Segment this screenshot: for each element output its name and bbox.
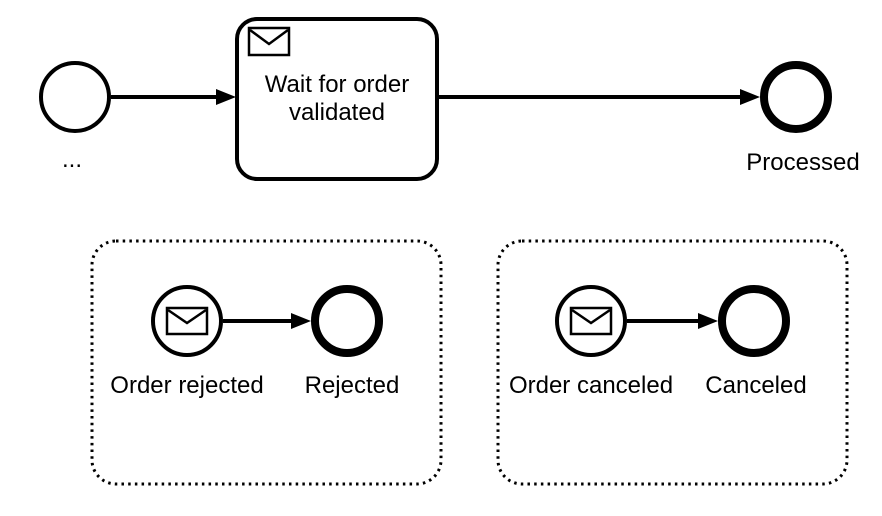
receive-task: Wait for order validated — [235, 17, 439, 181]
end-event-canceled — [718, 285, 790, 357]
end-event-rejected-label: Rejected — [305, 372, 400, 399]
task-border — [235, 17, 439, 181]
task-label-line-1: Wait for order — [265, 71, 409, 98]
envelope-body — [569, 306, 613, 336]
event-subprocess-border — [90, 239, 443, 486]
message-start-event-canceled — [555, 285, 627, 357]
envelope-flap — [571, 308, 611, 325]
message-start-event-label: Order rejected — [110, 372, 263, 399]
event-subprocess-canceled: Order canceled Canceled — [496, 239, 849, 486]
task-label-line-2: validated — [289, 99, 385, 126]
start-event-label: ... — [62, 146, 82, 173]
envelope-body — [165, 306, 209, 336]
sequence-flow-start-to-task — [111, 89, 236, 105]
arrowhead-icon — [291, 313, 311, 329]
message-start-event-rejected — [151, 285, 223, 357]
arrowhead-icon — [698, 313, 718, 329]
event-subprocess-border — [496, 239, 849, 486]
main-process: ... Wait for order validated — [39, 17, 860, 181]
end-event-processed-label: Processed — [746, 149, 859, 176]
message-envelope-icon — [247, 26, 291, 57]
sequence-flow-rejected — [223, 313, 311, 329]
sequence-flow-canceled — [627, 313, 718, 329]
start-event — [39, 61, 111, 133]
envelope-body — [247, 26, 291, 57]
end-event-canceled-label: Canceled — [705, 372, 806, 399]
sequence-flow-task-to-end — [439, 89, 760, 105]
arrowhead-icon — [740, 89, 760, 105]
envelope-flap — [249, 28, 289, 46]
event-subprocess-rejected: Order rejected Rejected — [90, 239, 443, 486]
message-envelope-icon — [165, 306, 209, 336]
end-event-processed — [760, 61, 832, 133]
message-envelope-icon — [569, 306, 613, 336]
end-event-rejected — [311, 285, 383, 357]
envelope-flap — [167, 308, 207, 325]
arrowhead-icon — [216, 89, 236, 105]
message-start-event-label: Order canceled — [509, 372, 673, 399]
